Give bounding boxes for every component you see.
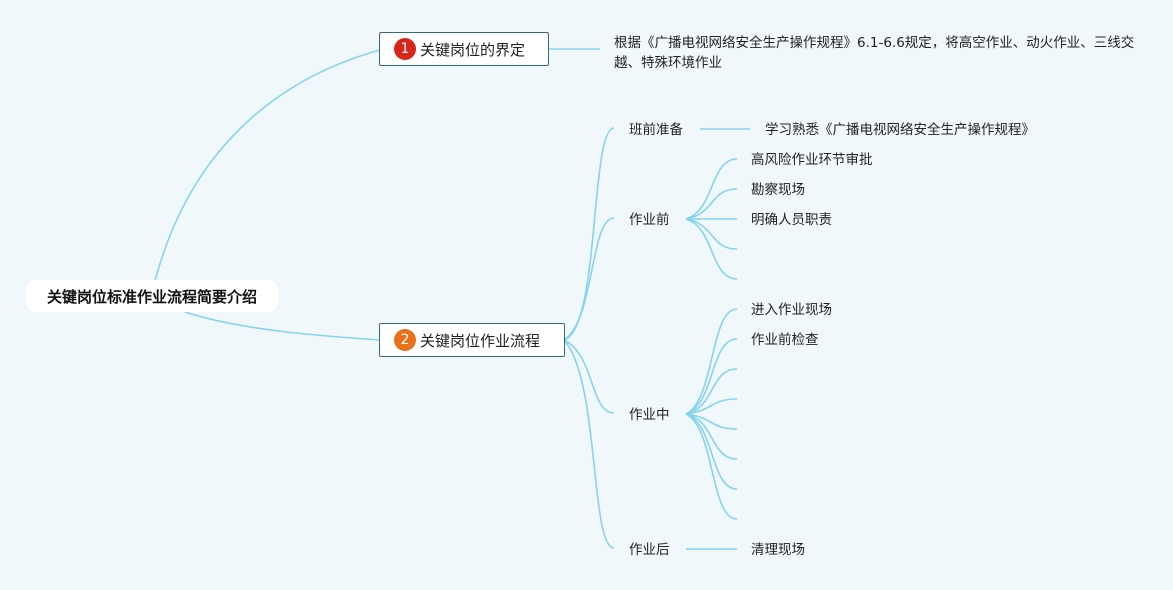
branch-node-2[interactable]: 2 关键岗位作业流程 xyxy=(379,323,565,357)
link-branch2-stage-after xyxy=(563,339,615,549)
link-branch2-stage-during xyxy=(563,339,615,414)
number-badge-1: 1 xyxy=(394,38,416,60)
branch-node-1[interactable]: 1 关键岗位的界定 xyxy=(379,32,549,66)
link-during-item-4 xyxy=(685,398,738,415)
link-root-branch2 xyxy=(184,311,381,341)
link-before-item-1 xyxy=(685,158,738,220)
link-during-item-5 xyxy=(685,413,738,430)
root-node[interactable]: 关键岗位标准作业流程简要介绍 xyxy=(26,280,278,312)
stage-during-work[interactable]: 作业中 xyxy=(629,407,670,423)
link-branch2-stage-prep xyxy=(563,127,615,341)
before-item-duties[interactable]: 明确人员职责 xyxy=(751,212,832,228)
before-item-approval[interactable]: 高风险作业环节审批 xyxy=(751,152,873,168)
branch-node-2-label: 关键岗位作业流程 xyxy=(420,331,541,350)
link-before-item-2 xyxy=(685,188,738,220)
stage-prep[interactable]: 班前准备 xyxy=(629,122,683,138)
branch-1-description[interactable]: 根据《广播电视网络安全生产操作规程》6.1-6.6规定，将高空作业、动火作业、三… xyxy=(614,35,1135,71)
stage-before-work[interactable]: 作业前 xyxy=(629,212,670,228)
link-during-item-7 xyxy=(685,413,738,490)
prep-item-study-rules[interactable]: 学习熟悉《广播电视网络安全生产操作规程》 xyxy=(765,122,1035,138)
link-during-item-8 xyxy=(685,413,738,520)
link-root-branch1 xyxy=(154,49,381,282)
link-before-item-4 xyxy=(685,218,738,250)
during-item-precheck[interactable]: 作业前检查 xyxy=(751,332,819,348)
link-before-item-5 xyxy=(685,218,738,280)
after-item-clean-site[interactable]: 清理现场 xyxy=(751,542,805,558)
branch-node-1-label: 关键岗位的界定 xyxy=(420,40,526,59)
link-branch2-stage-before xyxy=(563,217,615,341)
before-item-survey[interactable]: 勘察现场 xyxy=(751,182,805,198)
link-during-item-3 xyxy=(685,368,738,415)
link-during-item-6 xyxy=(685,413,738,460)
number-badge-2: 2 xyxy=(394,329,416,351)
stage-after-work[interactable]: 作业后 xyxy=(629,542,670,558)
link-during-item-1 xyxy=(685,308,738,415)
during-item-enter-site[interactable]: 进入作业现场 xyxy=(751,302,832,318)
link-during-item-2 xyxy=(685,338,738,415)
